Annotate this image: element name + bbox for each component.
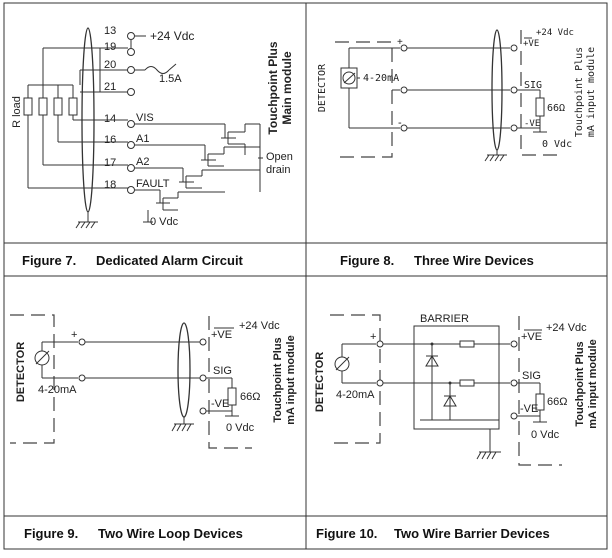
supply-label: +24 Vdc xyxy=(546,322,587,334)
figure-9-caption: Figure 9. Two Wire Loop Devices xyxy=(24,526,243,541)
ground-label: 0 Vdc xyxy=(226,422,255,434)
module-title-line1: Touchpoint Plus xyxy=(574,47,585,137)
pve-label: +VE xyxy=(521,331,542,343)
supply-label: +24 Vdc xyxy=(239,320,280,332)
output-a1: A1 xyxy=(136,133,149,145)
figure-8-diagram: DETECTOR 4-20mA + - +VE + xyxy=(317,28,597,162)
transistor-fault xyxy=(143,190,225,223)
terminal-16: 16 xyxy=(104,134,116,146)
terminal-18: 18 xyxy=(104,179,116,191)
module-title-line1: Touchpoint Plus xyxy=(574,341,586,426)
detector-label: DETECTOR xyxy=(15,342,27,402)
nve-label: -VE xyxy=(211,398,229,410)
detector-box xyxy=(10,314,55,444)
pve-label: +VE xyxy=(523,39,539,49)
r-load-resistors xyxy=(23,47,128,189)
resistor-label: 66Ω xyxy=(240,391,260,403)
pve-label: +VE xyxy=(211,329,232,341)
transistor-vis xyxy=(221,123,260,155)
plus-label: + xyxy=(370,331,376,343)
figure-10-title: Two Wire Barrier Devices xyxy=(394,526,550,541)
ground-symbol xyxy=(484,154,507,162)
output-a2: A2 xyxy=(136,156,149,168)
sig-label: SIG xyxy=(213,365,232,377)
sense-resistor xyxy=(535,97,545,117)
ground-symbol xyxy=(75,221,98,229)
barrier-box xyxy=(413,325,500,430)
figure-10-diagram: DETECTOR 4-20mA + BARRIER xyxy=(314,313,599,466)
ground-label: 0 Vdc xyxy=(542,139,572,150)
terminal-block-main xyxy=(127,32,135,194)
cable-screen xyxy=(177,322,191,418)
figure-7-diagram: R load 13 19 xyxy=(11,25,294,229)
ground-symbol xyxy=(171,423,194,432)
transistor-a2 xyxy=(179,168,260,189)
detector-box xyxy=(330,314,381,444)
module-title-line2: mA input module xyxy=(586,47,597,137)
zener-diode-2 xyxy=(443,395,457,407)
supply-label: +24 Vdc xyxy=(536,28,574,38)
fuse-rating: 1.5A xyxy=(159,73,182,85)
r-load-label: R load xyxy=(11,96,23,128)
figure-9-diagram: DETECTOR 4-20mA + +VE +24 Vdc SIG xyxy=(10,314,297,449)
sig-label: SIG xyxy=(524,80,542,91)
module-title-line1: Touchpoint Plus xyxy=(272,337,284,422)
figure-7-caption: Figure 7. Dedicated Alarm Circuit xyxy=(22,253,244,268)
open-drain-bracket xyxy=(258,124,263,192)
nve-label: -VE xyxy=(524,119,540,129)
detector-box xyxy=(335,41,393,158)
figure-10-caption: Figure 10. Two Wire Barrier Devices xyxy=(316,526,550,541)
barrier-label: BARRIER xyxy=(420,313,469,325)
supply-label: +24 Vdc xyxy=(150,29,194,43)
terminal-19: 19 xyxy=(104,41,116,53)
current-label: 4-20mA xyxy=(363,73,399,84)
input-module-box xyxy=(518,316,562,466)
figure-7-title: Dedicated Alarm Circuit xyxy=(96,253,244,268)
detector-label: DETECTOR xyxy=(314,352,326,412)
resistor-label: 66Ω xyxy=(547,396,567,408)
transistor-a1 xyxy=(201,145,260,167)
module-title-line2: mA input module xyxy=(285,335,297,424)
input-module-box xyxy=(520,30,560,156)
ground-label: 0 Vdc xyxy=(150,216,179,228)
figure-8-caption: Figure 8. Three Wire Devices xyxy=(340,253,534,268)
minus-label: - xyxy=(398,117,402,129)
figure-9-title: Two Wire Loop Devices xyxy=(98,526,243,541)
zener-diode-1 xyxy=(425,355,439,367)
input-module-box xyxy=(208,316,252,449)
current-label: 4-20mA xyxy=(336,389,375,401)
open-drain-label-line2: drain xyxy=(266,164,290,176)
detector-label: DETECTOR xyxy=(317,63,328,112)
sig-label: SIG xyxy=(522,370,541,382)
plus-label: + xyxy=(397,37,403,48)
open-drain-label-line1: Open xyxy=(266,151,293,163)
output-fault: FAULT xyxy=(136,178,170,190)
figure-grid xyxy=(3,2,608,550)
plus-label: + xyxy=(71,329,77,341)
figure-9-label: Figure 9. xyxy=(24,526,78,541)
terminal-17: 17 xyxy=(104,157,116,169)
figure-10-label: Figure 10. xyxy=(316,526,377,541)
figure-7-label: Figure 7. xyxy=(22,253,76,268)
current-label: 4-20mA xyxy=(38,384,77,396)
terminal-20: 20 xyxy=(104,59,116,71)
resistor-label: 66Ω xyxy=(547,103,565,114)
terminal-21: 21 xyxy=(104,81,116,93)
figure-8-label: Figure 8. xyxy=(340,253,394,268)
output-vis: VIS xyxy=(136,112,154,124)
fuse-symbol xyxy=(144,66,170,74)
module-title-line2: mA input module xyxy=(587,339,599,428)
ground-label: 0 Vdc xyxy=(531,429,560,441)
figure-8-title: Three Wire Devices xyxy=(414,253,534,268)
module-title-line1: Touchpoint Plus xyxy=(266,41,280,134)
terminal-14: 14 xyxy=(104,113,116,125)
module-title-line2: Main module xyxy=(280,51,294,125)
nve-label: -VE xyxy=(520,403,538,415)
terminal-13: 13 xyxy=(104,25,116,37)
ground-symbol xyxy=(476,451,501,460)
